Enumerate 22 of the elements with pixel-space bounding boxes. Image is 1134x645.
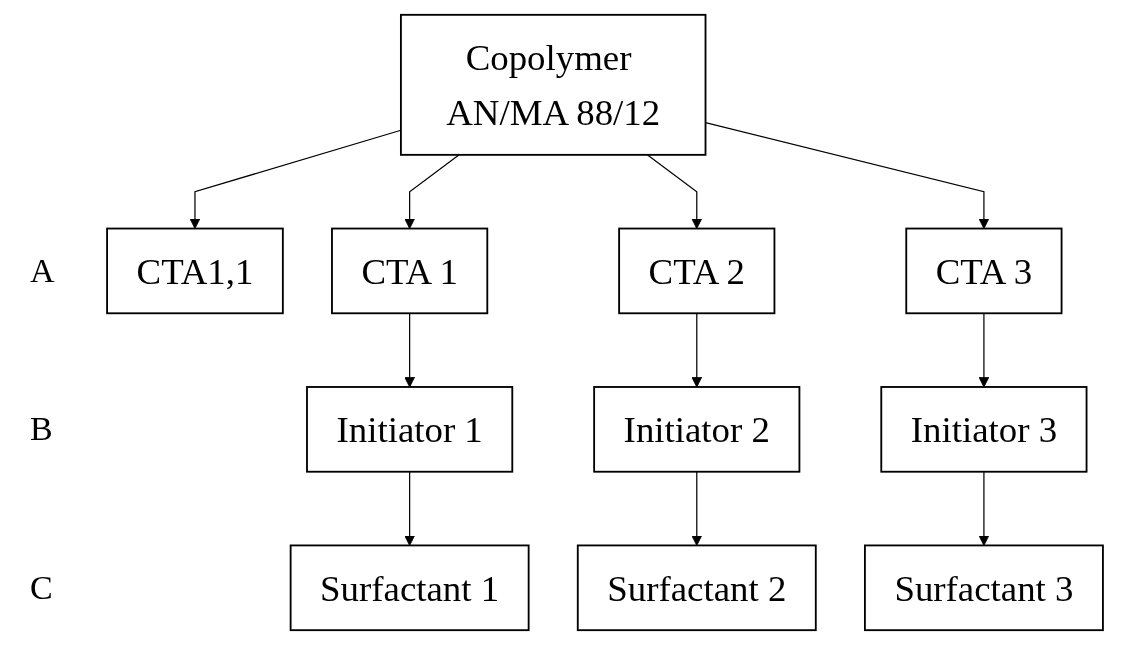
node-box: Surfactant 2 [576, 544, 817, 632]
node-box: Copolymer AN/MA 88/12 [400, 13, 707, 156]
node-box: Initiator 3 [880, 386, 1088, 473]
node-box: CTA 2 [618, 227, 776, 315]
arrow [404, 471, 416, 546]
row-letter: A [30, 251, 55, 290]
row-letter: C [30, 568, 53, 607]
node-box: Initiator 2 [593, 386, 801, 473]
node-box: CTA 3 [905, 227, 1063, 315]
arrow [978, 312, 990, 388]
arrow [691, 312, 703, 388]
arrow [691, 471, 703, 546]
arrow [646, 154, 703, 230]
node-box: CTA 1 [331, 227, 489, 315]
node-box: Initiator 1 [306, 386, 514, 473]
row-letter: B [30, 410, 53, 449]
node-box: Surfactant 3 [864, 544, 1104, 632]
arrow [978, 471, 990, 546]
arrow [404, 312, 416, 388]
node-box: CTA1,1 [106, 227, 284, 315]
arrow [404, 154, 460, 230]
node-box: Surfactant 1 [289, 544, 530, 632]
